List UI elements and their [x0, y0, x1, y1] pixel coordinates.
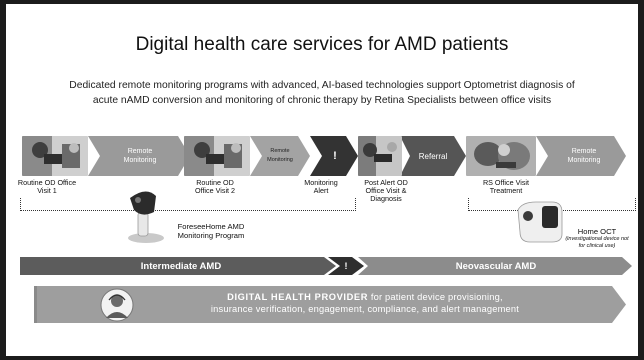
- foresee-caption-line-1: ForeseeHome AMD: [177, 222, 245, 231]
- photo-office-visit-1: [22, 136, 88, 176]
- remote-monitoring-label-1: Remote Monitoring: [123, 148, 157, 164]
- dhp-heading: DIGITAL HEALTH PROVIDER: [227, 292, 369, 302]
- dhp-line-1-rest: for patient device provisioning,: [368, 292, 503, 302]
- neovascular-amd-bar: [358, 257, 632, 275]
- caption-post-alert: Post Alert OD Office Visit & Diagnosis: [364, 178, 408, 203]
- foresee-caption: ForeseeHome AMD Monitoring Program: [156, 222, 266, 240]
- intermediate-amd-label: Intermediate AMD: [140, 260, 222, 272]
- foresee-bracket: [20, 198, 356, 211]
- home-oct-device-image: [517, 201, 563, 243]
- remote-monitoring-chevron-1: [88, 136, 190, 176]
- caption-monitoring-alert: Monitoring Alert: [304, 178, 338, 195]
- dhp-line-1: DIGITAL HEALTH PROVIDER for patient devi…: [134, 291, 596, 303]
- stage-bar: [20, 257, 632, 275]
- digital-health-provider-text: DIGITAL HEALTH PROVIDER for patient devi…: [134, 291, 596, 315]
- stage-transition-mark: !: [344, 261, 348, 271]
- alert-mark: !: [333, 149, 337, 162]
- remote-monitoring-label-3: Remote Monitoring: [567, 148, 601, 164]
- support-agent-avatar: [100, 288, 134, 321]
- remote-monitoring-chevron-3: [536, 136, 626, 176]
- alert-chevron: [310, 136, 358, 176]
- neovascular-amd-label: Neovascular AMD: [455, 260, 537, 272]
- subtitle-line-1: Dedicated remote monitoring programs wit…: [69, 80, 575, 91]
- caption-office-visit-1: Routine OD Office Visit 1: [17, 178, 77, 195]
- stage-transition-chevron: [328, 257, 364, 275]
- flow-chevrons: [88, 136, 626, 176]
- caption-office-visit-2: Routine OD Office Visit 2: [194, 178, 236, 195]
- photo-post-alert-visit: [358, 136, 402, 176]
- intermediate-amd-bar: [20, 257, 336, 275]
- slide-subtitle: Dedicated remote monitoring programs wit…: [36, 78, 608, 108]
- home-oct-caption: Home OCT (investigational device not for…: [564, 228, 630, 249]
- caption-rs-visit: RS Office Visit Treatment: [482, 178, 530, 195]
- dhp-line-2: insurance verification, engagement, comp…: [210, 304, 520, 314]
- slide: Digital health care services for AMD pat…: [6, 4, 638, 356]
- remote-monitoring-label-2: Remote Monitoring: [267, 148, 293, 163]
- remote-monitoring-chevron-2: [250, 136, 310, 176]
- foresee-caption-line-2: Monitoring Program: [177, 231, 245, 240]
- home-oct-note: (investigational device not for clinical…: [565, 236, 629, 249]
- foresee-device-image: [128, 191, 164, 243]
- subtitle-line-2: acute nAMD conversion and monitoring of …: [92, 95, 552, 106]
- slide-title: Digital health care services for AMD pat…: [135, 34, 509, 55]
- referral-chevron: [400, 136, 466, 176]
- photo-rs-visit: [466, 136, 536, 176]
- photo-office-visit-2: [184, 136, 250, 176]
- referral-label: Referral: [418, 151, 448, 161]
- home-oct-title: Home OCT: [577, 227, 617, 236]
- digital-health-provider-banner: DIGITAL HEALTH PROVIDER for patient devi…: [34, 286, 626, 323]
